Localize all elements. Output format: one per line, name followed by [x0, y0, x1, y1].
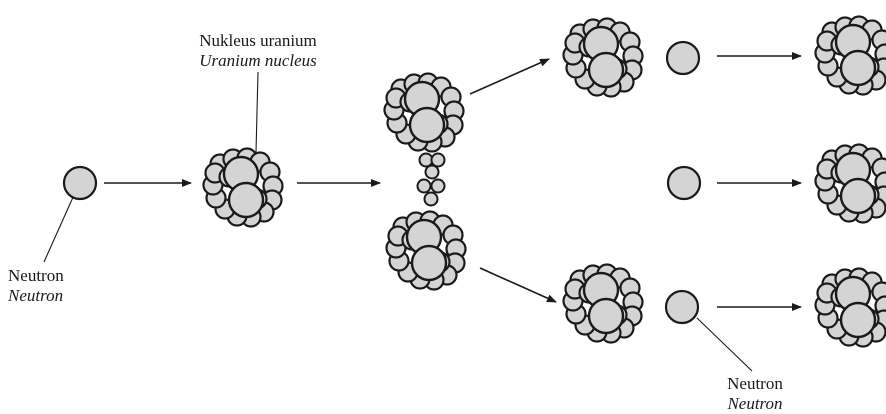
- neutron-left-leader-line: [44, 195, 74, 262]
- neutron-left-label-english: Neutron: [8, 286, 64, 306]
- splitting-nucleus-neck: [418, 154, 445, 206]
- released-neutron-2: [668, 167, 700, 199]
- nucleon-small: [432, 154, 445, 167]
- uranium-leader-line: [256, 72, 258, 152]
- splitting-nucleus-upper-lobe: [385, 74, 464, 152]
- released-neutron-1: [667, 42, 699, 74]
- nucleon-large: [229, 183, 263, 217]
- arrow-to-fragment-lower: [480, 268, 556, 302]
- next-nucleus-1: [816, 17, 886, 95]
- nucleon-small: [426, 166, 439, 179]
- neutron-incoming: [64, 167, 96, 199]
- nucleon-small: [425, 193, 438, 206]
- nucleon-large: [841, 303, 875, 337]
- neutron-bottom-label-malay: Neutron: [710, 374, 800, 394]
- next-nucleus-3: [816, 269, 886, 347]
- nucleon-large: [841, 179, 875, 213]
- nucleon-large: [412, 246, 446, 280]
- neutron-left-label-malay: Neutron: [8, 266, 64, 286]
- nucleon-small: [432, 180, 445, 193]
- uranium-nucleus-label-english: Uranium nucleus: [158, 51, 358, 71]
- neutron-bottom-label-english: Neutron: [710, 394, 800, 414]
- nucleon-large: [410, 108, 444, 142]
- released-neutron-3: [666, 291, 698, 323]
- uranium-nucleus: [204, 149, 283, 227]
- uranium-nucleus-label: Nukleus uranium Uranium nucleus: [158, 31, 358, 71]
- fission-fragment-lower: [564, 265, 643, 343]
- fission-fragment-upper: [564, 19, 643, 97]
- splitting-nucleus-lower-lobe: [387, 212, 466, 290]
- neutron-left-label: Neutron Neutron: [8, 266, 64, 306]
- neutron-bottom-leader-line: [697, 318, 752, 371]
- neutron-bottom-label: Neutron Neutron: [710, 374, 800, 414]
- nucleon-large: [589, 53, 623, 87]
- nucleon-large: [589, 299, 623, 333]
- nucleon-large: [841, 51, 875, 85]
- nucleon-small: [418, 180, 431, 193]
- arrow-to-fragment-upper: [470, 59, 549, 94]
- uranium-nucleus-label-malay: Nukleus uranium: [158, 31, 358, 51]
- next-nucleus-2: [816, 145, 886, 223]
